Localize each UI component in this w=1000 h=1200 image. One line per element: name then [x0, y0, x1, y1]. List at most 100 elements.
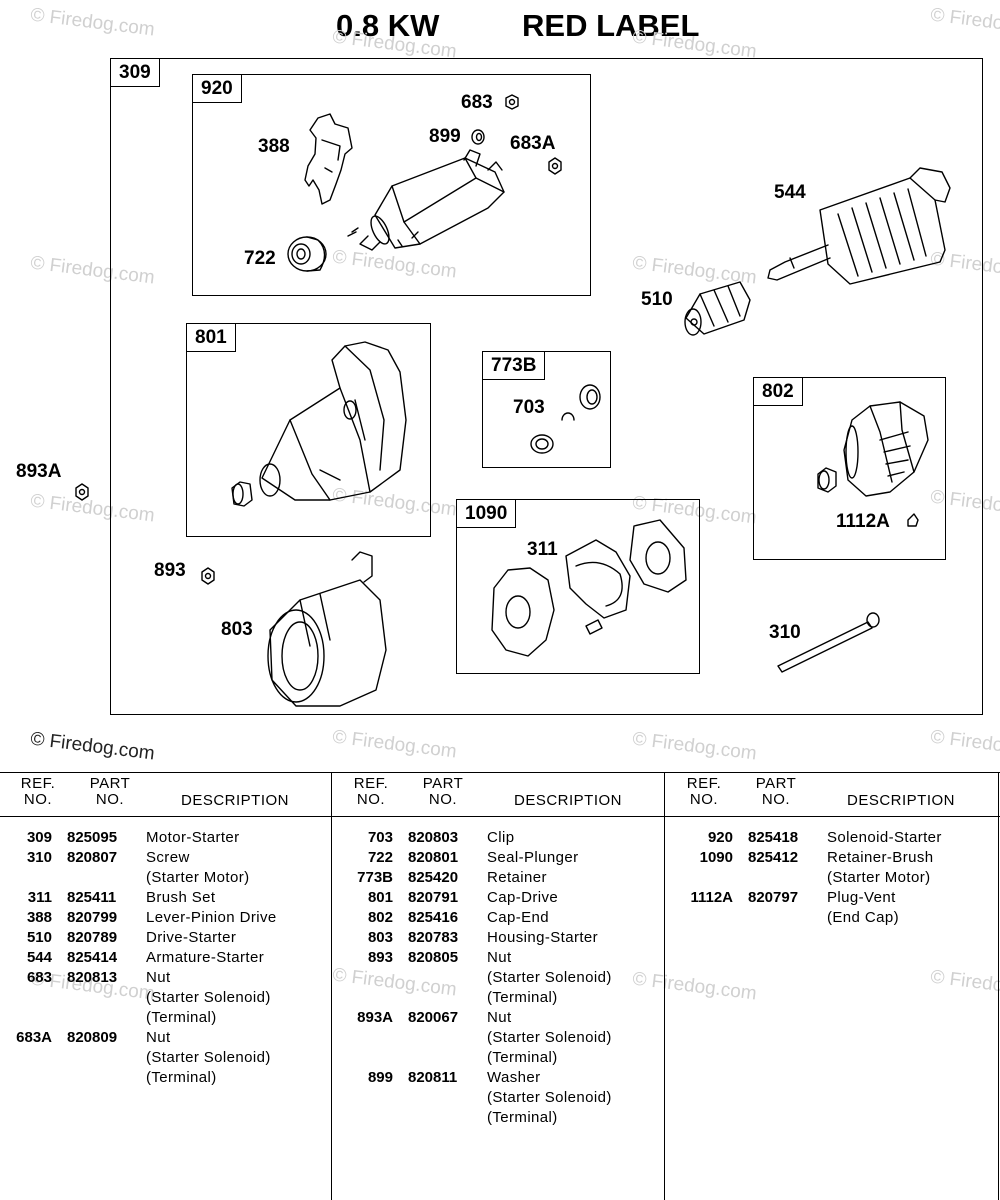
nut-683-illustration — [505, 94, 519, 110]
part-no-cell: 825414 — [67, 949, 118, 966]
box-retainer: 773B — [482, 351, 611, 468]
part-no-cell: 820783 — [408, 929, 459, 946]
description-cell: Brush Set — [146, 889, 216, 906]
description-cell: (Starter Solenoid) — [487, 1029, 612, 1046]
ref-no-cell: 309 — [26, 829, 52, 846]
ref-no-cell: 803 — [367, 929, 393, 946]
callout-683a: 683A — [510, 133, 556, 154]
lever-388-illustration — [304, 113, 353, 205]
part-no-cell: 820803 — [408, 829, 459, 846]
table-row: (Terminal) — [0, 1068, 330, 1088]
description-cell: Cap-End — [487, 909, 550, 926]
ref-no-cell: 683 — [26, 969, 52, 986]
table-row: (Starter Solenoid) — [341, 1088, 663, 1108]
header-description: DESCRIPTION — [180, 792, 289, 809]
description-cell: Nut — [487, 949, 512, 966]
description-cell: (Starter Solenoid) — [146, 1049, 271, 1066]
description-cell: Nut — [487, 1009, 512, 1026]
box-solenoid: 920 — [192, 74, 591, 296]
callout-1112a: 1112A — [836, 511, 890, 532]
table-row: (Starter Solenoid) — [341, 968, 663, 988]
header-ref-no: REF. NO. — [353, 775, 389, 808]
description-cell: Screw — [146, 849, 190, 866]
description-cell: (Starter Solenoid) — [487, 969, 612, 986]
box-tag-309: 309 — [110, 58, 160, 87]
table-row: (Starter Solenoid) — [0, 1048, 330, 1068]
table-row: (Starter Motor) — [681, 868, 997, 888]
nut-893-illustration — [201, 567, 215, 585]
callout-510: 510 — [641, 289, 673, 310]
part-no-cell: 820789 — [67, 929, 118, 946]
seal-722-illustration — [287, 236, 327, 272]
header-ref-no: REF. NO. — [686, 775, 722, 808]
table-row: (End Cap) — [681, 908, 997, 928]
table-row: 309 825095 Motor-Starter — [0, 828, 330, 848]
part-no-cell: 825420 — [408, 869, 459, 886]
ref-no-cell: 510 — [26, 929, 52, 946]
callout-703: 703 — [513, 397, 545, 418]
part-no-cell: 825411 — [67, 889, 117, 906]
description-cell: (Terminal) — [487, 1049, 558, 1066]
drive-510-illustration — [684, 281, 751, 336]
callout-310: 310 — [769, 622, 801, 643]
callout-311: 311 — [527, 539, 558, 560]
part-no-cell: 825095 — [67, 829, 118, 846]
table-row: 510 820789 Drive-Starter — [0, 928, 330, 948]
clip-703-illustration — [530, 384, 601, 454]
part-no-cell: 825416 — [408, 909, 459, 926]
ref-no-cell: 893A — [357, 1009, 393, 1026]
vent-plug-1112a-illustration — [907, 513, 919, 527]
table-row: (Starter Solenoid) — [341, 1028, 663, 1048]
ref-no-cell: 544 — [26, 949, 52, 966]
part-no-cell: 820801 — [408, 849, 459, 866]
ref-no-cell: 1112A — [690, 889, 733, 906]
brush-retainer-1090-illustration — [491, 519, 687, 657]
description-cell: (Terminal) — [487, 1109, 558, 1126]
callout-683: 683 — [461, 92, 493, 113]
parts-table: REF. NO. PART NO. DESCRIPTION REF. NO. P… — [0, 772, 1000, 1200]
box-drive-cap: 801 — [186, 323, 431, 537]
box-brush-retainer: 1090 — [456, 499, 700, 674]
callout-899: 899 — [429, 126, 461, 147]
ref-no-cell: 773B — [357, 869, 393, 886]
description-cell: Retainer-Brush — [827, 849, 934, 866]
part-no-cell: 820805 — [408, 949, 459, 966]
ref-no-cell: 1090 — [699, 849, 733, 866]
description-cell: (End Cap) — [827, 909, 899, 926]
part-no-cell: 820791 — [408, 889, 459, 906]
screw-310-illustration — [777, 612, 880, 673]
header-description: DESCRIPTION — [846, 792, 955, 809]
callout-893: 893 — [154, 560, 186, 581]
table-row: 803 820783 Housing-Starter — [341, 928, 663, 948]
ref-no-cell: 683A — [16, 1029, 52, 1046]
power-rating: 0.8 KW — [336, 8, 440, 43]
description-cell: Motor-Starter — [146, 829, 240, 846]
table-row: (Starter Motor) — [0, 868, 330, 888]
description-cell: (Terminal) — [487, 989, 558, 1006]
description-cell: (Starter Motor) — [146, 869, 250, 886]
ref-no-cell: 899 — [367, 1069, 393, 1086]
part-no-cell: 825412 — [748, 849, 799, 866]
callout-388: 388 — [258, 136, 290, 157]
table-row: 1090 825412 Retainer-Brush — [681, 848, 997, 868]
end-cap-802-illustration — [843, 401, 929, 497]
description-cell: Drive-Starter — [146, 929, 237, 946]
description-cell: Housing-Starter — [487, 929, 599, 946]
bushing-801-illustration — [231, 481, 253, 507]
part-no-cell: 820797 — [748, 889, 799, 906]
callout-893a: 893A — [16, 461, 62, 482]
box-tag-801: 801 — [186, 323, 236, 352]
box-tag-920: 920 — [192, 74, 242, 103]
